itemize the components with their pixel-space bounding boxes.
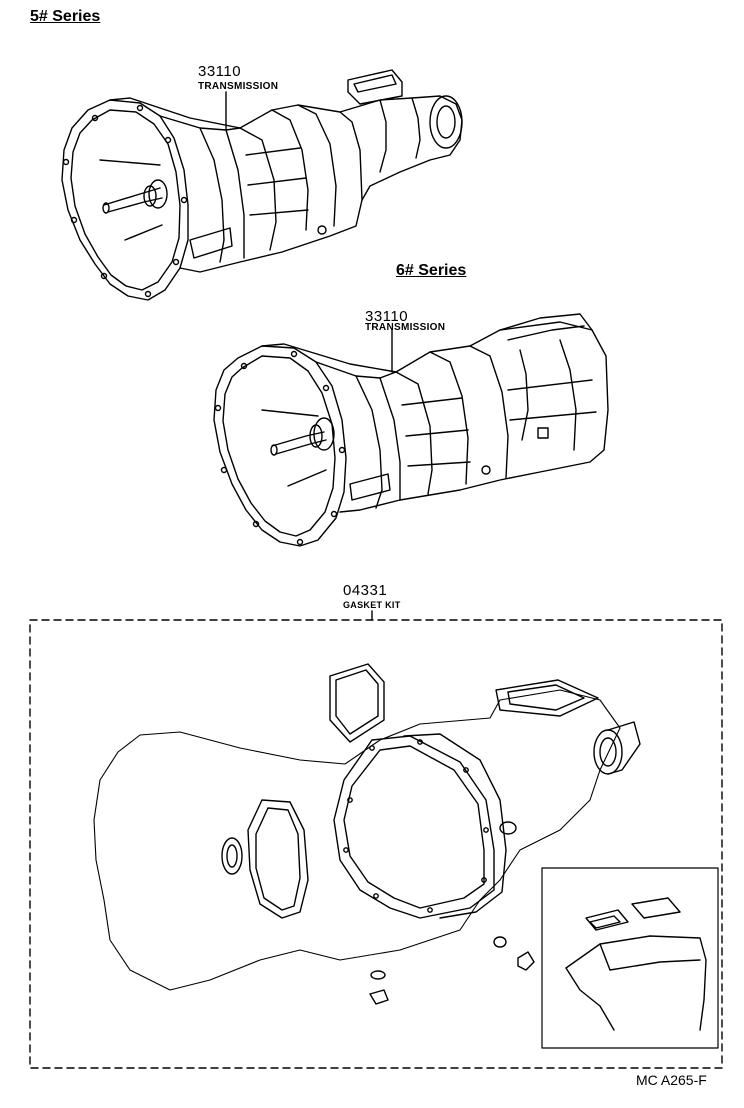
series-6-part-name: TRANSMISSION [365,322,446,333]
series-6-transmission-drawing [213,313,609,547]
gasket-kit-drawing [29,610,723,1069]
series-6-part-number: 33110 [365,308,409,325]
figure-reference: MC A265-F [636,1072,707,1088]
series-5-part-number: 33110 [198,63,242,80]
series-5-part-name: TRANSMISSION [198,81,279,92]
gasket-kit-part-number: 04331 [343,582,388,599]
series-5-heading: 5# Series [30,8,101,25]
series-6-heading: 6# Series [396,262,467,279]
gasket-kit-part-name: GASKET KIT [343,600,401,610]
series-5-transmission-drawing [61,69,463,301]
